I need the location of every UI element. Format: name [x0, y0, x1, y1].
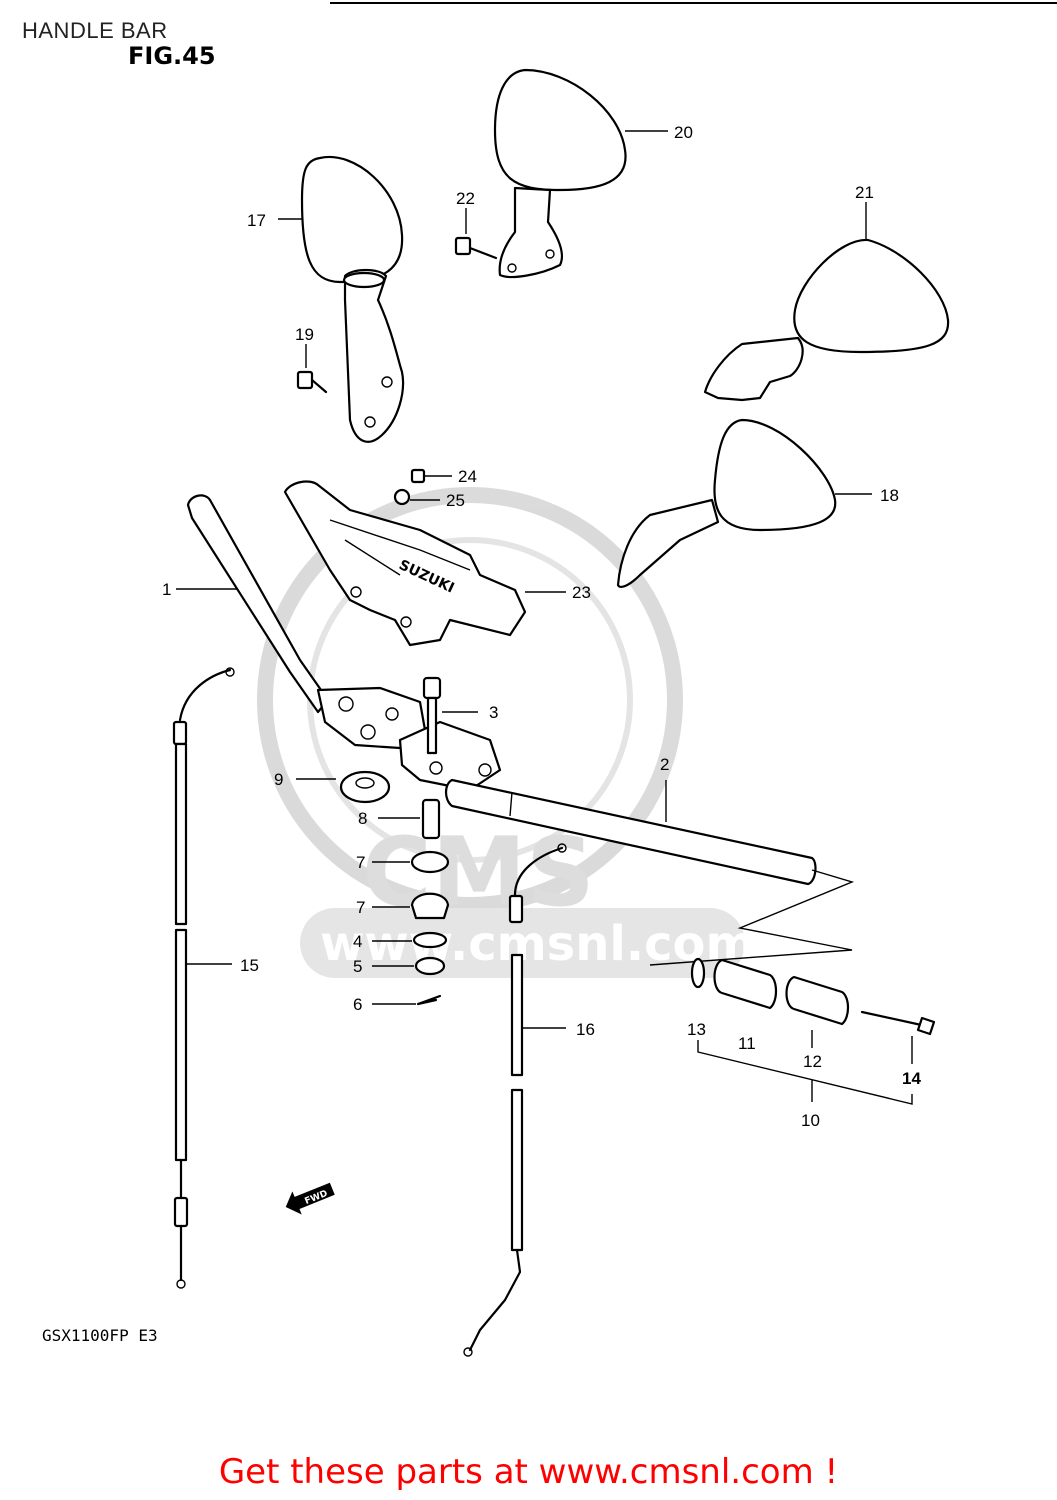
callout-15: 15 [240, 956, 259, 975]
part-25-washer [393, 488, 440, 506]
callout-20: 20 [674, 123, 693, 142]
part-20-mirror [493, 68, 627, 279]
part-17-left-mirror [300, 155, 405, 443]
part-21-mirror [703, 238, 950, 402]
figure-number: FIG.45 [128, 42, 216, 70]
section-title: HANDLE BAR [22, 18, 168, 43]
callout-7b: 7 [356, 898, 365, 917]
callout-23: 23 [572, 583, 591, 602]
callout-16: 16 [576, 1020, 595, 1039]
assembly-leader [649, 869, 855, 966]
callout-24: 24 [458, 467, 477, 486]
part-7-cushion-lower [410, 892, 450, 920]
part-10-bracket [697, 1040, 913, 1105]
callout-8: 8 [358, 809, 367, 828]
part-1-left-handlebar [186, 494, 427, 750]
callout-7a: 7 [356, 853, 365, 872]
callout-2: 2 [660, 755, 669, 774]
part-2-right-handlebar [398, 720, 817, 886]
callout-25: 25 [446, 491, 465, 510]
part-6-cotter-pin [416, 994, 442, 1006]
part-19-bolt [296, 370, 328, 394]
callout-17: 17 [247, 211, 266, 230]
part-7-cushion-upper [410, 850, 450, 874]
part-13-washer [690, 957, 706, 989]
part-5-nut [414, 956, 446, 976]
callout-18: 18 [880, 486, 899, 505]
part-11-balancer [713, 958, 778, 1010]
part-15-throttle-cable [172, 667, 235, 1289]
callout-5: 5 [353, 957, 362, 976]
callout-1: 1 [162, 580, 171, 599]
callout-22: 22 [456, 189, 475, 208]
callout-19: 19 [295, 325, 314, 344]
part-22-bolt [454, 236, 498, 260]
fwd-arrow: FWD [285, 1182, 335, 1215]
callout-11: 11 [738, 1034, 756, 1053]
callout-3: 3 [489, 703, 498, 722]
callout-10: 10 [801, 1111, 820, 1130]
callout-21: 21 [855, 183, 874, 202]
callout-4: 4 [353, 932, 362, 951]
callout-12: 12 [803, 1052, 822, 1071]
callout-13: 13 [687, 1020, 706, 1039]
part-23-handlebar-clamp: SUZUKI [283, 480, 527, 647]
callout-6: 6 [353, 995, 362, 1014]
callout-14: 14 [902, 1069, 921, 1088]
part-18-mirror [616, 418, 837, 589]
callout-9: 9 [274, 770, 283, 789]
part-8-spacer [421, 798, 441, 840]
call-to-action-link[interactable]: Get these parts at www.cmsnl.com ! [218, 1452, 839, 1492]
part-4-washer [412, 931, 448, 949]
part-3-bolt [422, 676, 442, 755]
callout-labels: 1 2 3 4 5 6 7 7 8 9 10 11 12 13 14 15 16… [162, 123, 921, 1130]
watermark-logo: CMS www.cmsnl.com [257, 487, 756, 978]
part-24-screw [410, 468, 452, 484]
model-code: GSX1100FP E3 [42, 1326, 158, 1345]
part-14-screw [860, 1010, 936, 1036]
part-9-cushion [339, 770, 391, 804]
fwd-label: FWD [304, 1189, 330, 1207]
part-12-balancer [785, 975, 850, 1026]
watermark-url: www.cmsnl.com [320, 916, 756, 972]
part-16-throttle-cable [463, 843, 567, 1357]
